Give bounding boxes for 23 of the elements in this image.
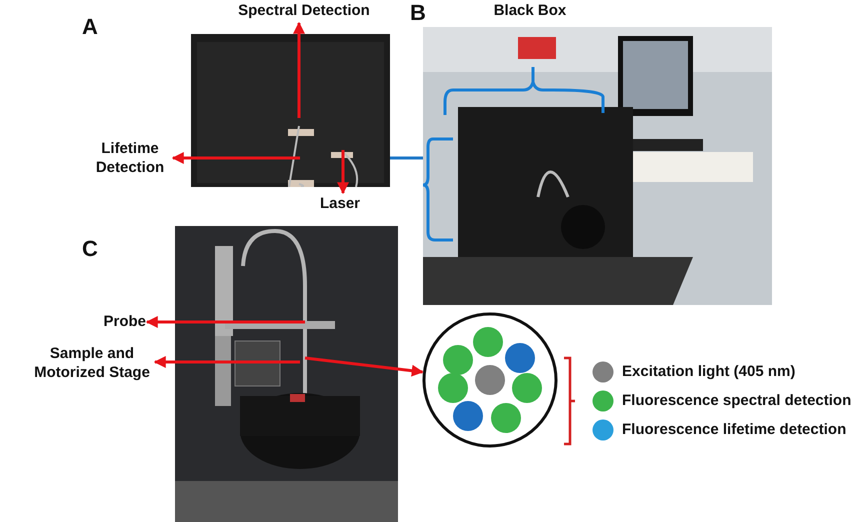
arrow — [337, 150, 349, 194]
panel-letter: C — [82, 236, 98, 262]
callout-label: Sample and Motorized Stage — [30, 344, 154, 382]
legend-label: Fluorescence spectral detection — [622, 391, 852, 410]
photo — [423, 27, 772, 305]
arrow — [304, 356, 424, 377]
callout-label: Probe — [94, 312, 146, 331]
legend-label: Excitation light (405 nm) — [622, 362, 796, 381]
callout-label: Spectral Detection — [228, 1, 380, 20]
arrow — [146, 316, 305, 328]
photo — [175, 226, 398, 522]
callout-label: Lifetime Detection — [88, 139, 172, 177]
panel-letter: A — [82, 14, 98, 40]
arrow — [293, 22, 305, 118]
photo — [191, 34, 390, 187]
arrow — [172, 152, 300, 164]
legend-label: Fluorescence lifetime detection — [622, 420, 846, 439]
callout-label: Laser — [316, 194, 364, 213]
arrow — [154, 356, 300, 368]
fiber-bundle-drawing — [422, 312, 558, 448]
panel-letter: B — [410, 0, 426, 26]
connector-line — [390, 156, 423, 160]
callout-label: Black Box — [484, 1, 576, 20]
